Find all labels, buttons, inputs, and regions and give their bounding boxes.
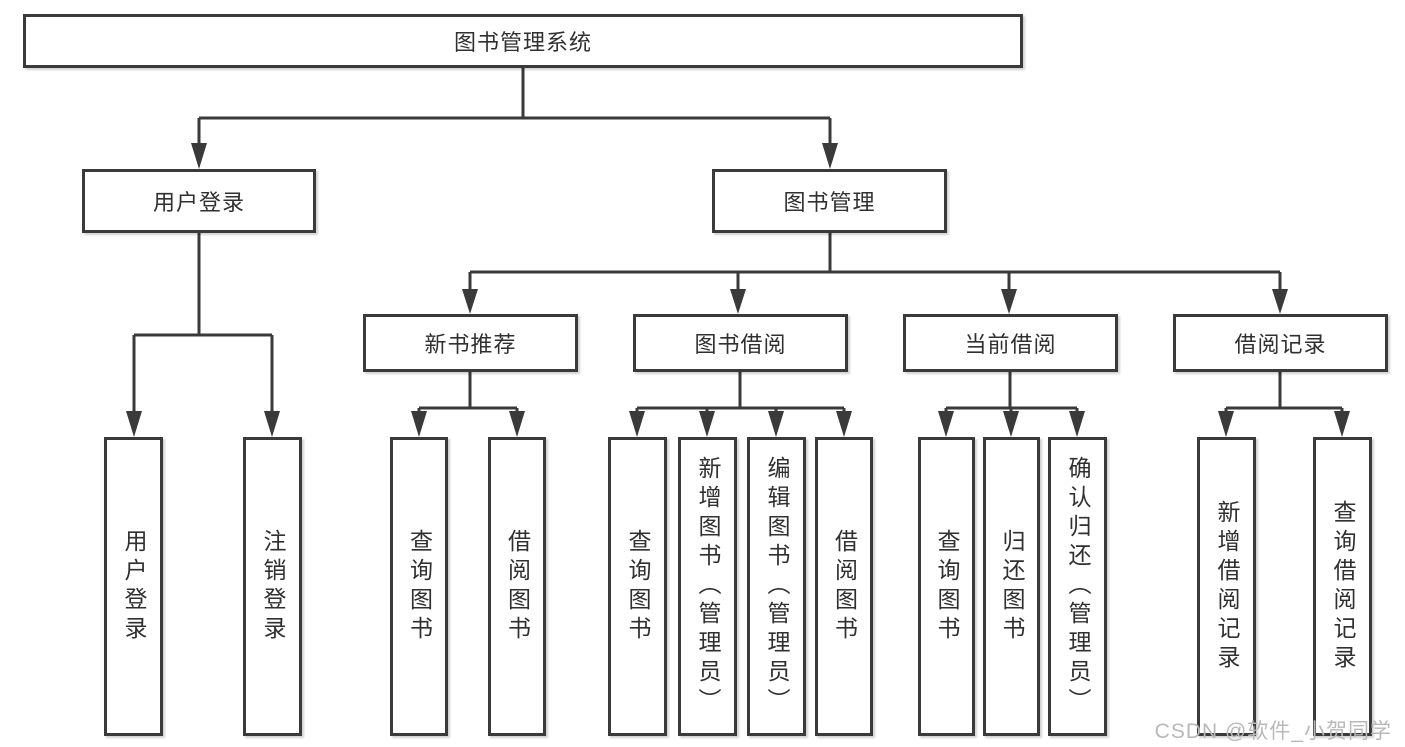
- leaf-label: 新增借阅记录: [1214, 499, 1240, 674]
- connector-bookmgmt-to-level3: [462, 233, 1288, 314]
- node-user-login: 用户登录: [82, 169, 316, 233]
- node-current-borrow: 当前借阅: [903, 314, 1118, 372]
- leaf-query-borrow-record: 查询借阅记录: [1313, 437, 1372, 736]
- connector-bookborrow-to-leaves: [629, 372, 852, 437]
- node-label: 当前借阅: [964, 332, 1057, 357]
- leaf-label: 查询图书: [406, 528, 433, 645]
- leaf-logout: 注销登录: [243, 437, 302, 736]
- leaf-label: 编辑图书（管理员）: [764, 456, 790, 717]
- leaf-return-book: 归还图书: [983, 437, 1040, 736]
- leaf-query-books-newbook: 查询图书: [390, 437, 448, 736]
- leaf-label: 用户登录: [121, 528, 147, 645]
- connector-currentborrow-to-leaves: [938, 372, 1085, 437]
- leaf-borrow-books-borrow: 借阅图书: [815, 437, 873, 736]
- node-new-book-recommend: 新书推荐: [363, 314, 578, 372]
- leaf-label: 查询图书: [934, 528, 960, 645]
- leaf-query-books-borrow: 查询图书: [608, 437, 667, 736]
- leaf-label: 查询借阅记录: [1330, 499, 1356, 674]
- node-library-management-system: 图书管理系统: [23, 14, 1023, 68]
- node-book-borrow: 图书借阅: [633, 314, 848, 372]
- node-borrow-records: 借阅记录: [1173, 314, 1388, 372]
- leaf-label: 借阅图书: [831, 528, 858, 645]
- leaf-label: 归还图书: [999, 528, 1025, 645]
- leaf-user-login: 用户登录: [104, 437, 163, 736]
- connector-root-to-level2: [191, 68, 838, 169]
- leaf-label: 借阅图书: [504, 528, 531, 645]
- leaf-add-book-admin: 新增图书（管理员）: [678, 437, 737, 736]
- leaf-edit-book-admin: 编辑图书（管理员）: [747, 437, 806, 736]
- leaf-label: 注销登录: [260, 528, 286, 645]
- leaf-borrow-books-newbook: 借阅图书: [488, 437, 546, 736]
- node-label: 新书推荐: [424, 332, 517, 357]
- node-label: 图书管理: [783, 190, 876, 215]
- node-label: 图书借阅: [694, 332, 787, 357]
- node-label: 借阅记录: [1234, 332, 1327, 357]
- leaf-label: 查询图书: [625, 528, 651, 645]
- connector-newbook-to-leaves: [411, 372, 525, 437]
- node-label: 用户登录: [152, 190, 245, 215]
- leaf-add-borrow-record: 新增借阅记录: [1197, 437, 1256, 736]
- connector-borrowrecord-to-leaves: [1218, 372, 1350, 437]
- leaf-label: 新增图书（管理员）: [695, 456, 721, 717]
- node-label: 图书管理系统: [453, 30, 592, 55]
- leaf-confirm-return-admin: 确认归还（管理员）: [1048, 437, 1107, 736]
- node-book-management: 图书管理: [712, 169, 947, 233]
- leaf-query-books-current: 查询图书: [918, 437, 975, 736]
- leaf-label: 确认归还（管理员）: [1065, 456, 1091, 717]
- connector-userlogin-to-leaves: [126, 233, 280, 437]
